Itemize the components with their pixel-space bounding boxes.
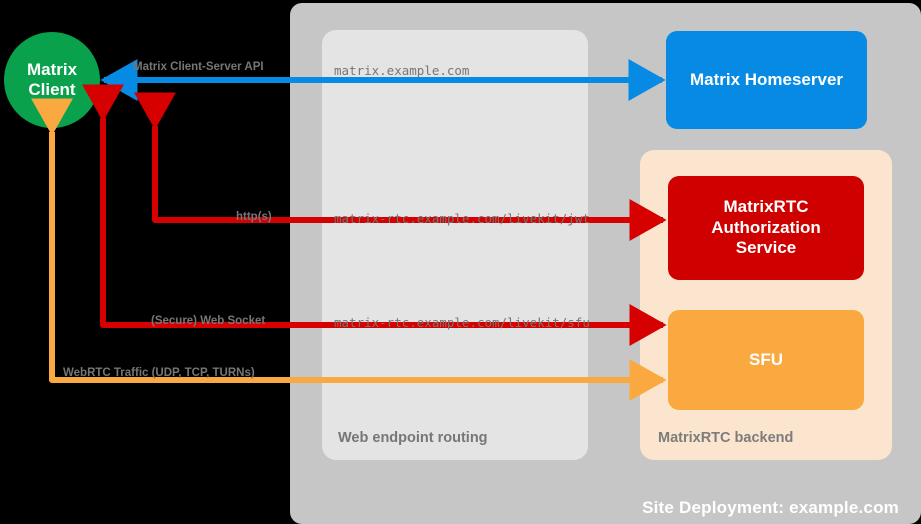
node-matrix-client[interactable]: Matrix Client: [4, 32, 100, 128]
site-deployment-label: Site Deployment: example.com: [642, 498, 899, 517]
node-auth-line1: MatrixRTC: [723, 196, 809, 216]
node-auth-line3: Service: [735, 238, 797, 258]
edge-label-web-socket: (Secure) Web Socket: [151, 315, 266, 327]
node-matrix-homeserver-label: Matrix Homeserver: [689, 69, 844, 89]
node-auth-line2: Authorization: [711, 217, 821, 237]
edge-label-client-server-api: Matrix Client-Server API: [133, 61, 264, 73]
url-label-matrix-example-com: matrix.example.com: [334, 63, 470, 78]
edge-label-webrtc-traffic: WebRTC Traffic (UDP, TCP, TURNs): [63, 367, 255, 379]
matrixrtc-backend-label: MatrixRTC backend: [658, 430, 794, 446]
web-endpoint-routing-label: Web endpoint routing: [338, 430, 488, 446]
node-sfu-label: SFU: [749, 349, 783, 369]
edge-label-http: http(s): [236, 211, 272, 223]
node-sfu[interactable]: SFU: [668, 310, 864, 410]
node-matrixrtc-authorization-service[interactable]: MatrixRTC Authorization Service: [668, 176, 864, 280]
web-endpoint-routing-container: Web endpoint routing: [322, 30, 588, 460]
node-matrix-homeserver[interactable]: Matrix Homeserver: [666, 31, 867, 129]
node-matrix-client-line2: Client: [28, 80, 76, 99]
url-label-livekit-jwt: matrix-rtc.example.com/livekit/jwt: [334, 211, 590, 226]
node-matrix-client-line1: Matrix: [26, 59, 78, 79]
url-label-livekit-sfu: matrix-rtc.example.com/livekit/sfu: [334, 315, 590, 330]
